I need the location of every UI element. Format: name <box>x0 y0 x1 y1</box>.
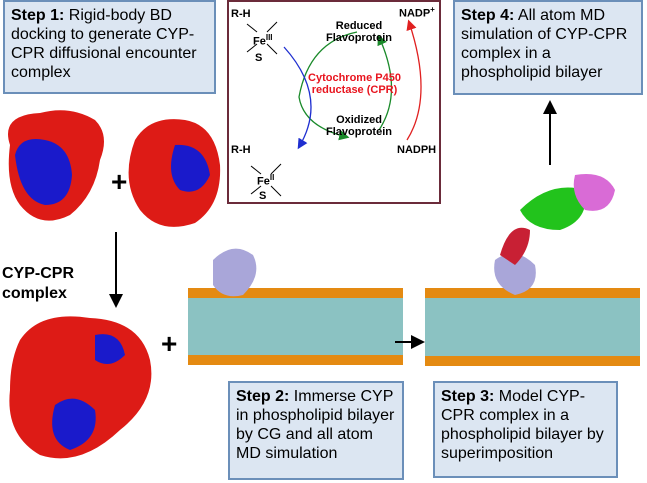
oxidized-flavoprotein-label: Oxidized Flavoprotein <box>325 114 392 138</box>
lipid-tails <box>425 292 640 362</box>
ligand-line <box>266 43 278 55</box>
complex-surface <box>9 316 152 459</box>
cpr-nadph-domain <box>573 174 615 211</box>
step1-box: Step 1: Rigid-body BD docking to generat… <box>3 0 216 94</box>
ligand-line <box>270 185 282 197</box>
step3-label: Step 3: <box>441 388 495 405</box>
cyp-protein <box>494 253 536 295</box>
arrow-right <box>395 335 425 349</box>
ligand-line <box>246 23 258 33</box>
cpr-name-label: Cytochrome P450 reductase (CPR) <box>308 72 401 96</box>
nadp-label: NADP+ <box>399 5 435 20</box>
step4-label: Step 4: <box>461 7 515 24</box>
ligand-line <box>270 163 282 175</box>
membrane-step2 <box>188 248 403 365</box>
ligand-line <box>250 185 262 195</box>
cyp-blue-patch <box>15 139 72 205</box>
plus-sign-top: + <box>111 166 128 197</box>
step1-text: Rigid-body BD docking to generate CYP-CP… <box>11 7 197 81</box>
s-top-label: S <box>255 52 263 64</box>
complex-label: CYP-CPR complex <box>2 265 75 302</box>
green-arrow-up <box>377 34 393 131</box>
step4-box: Step 4: All atom MD simulation of CYP-CP… <box>453 0 643 95</box>
step1-label: Step 1: <box>11 7 65 24</box>
lower-headgroups <box>188 355 403 365</box>
fe3-label: FeIII <box>253 33 273 48</box>
step3-text: Model CYP-CPR complex in a phospholipid … <box>441 388 604 462</box>
arrow-up <box>543 100 557 165</box>
cpr-fad-domain <box>520 187 586 230</box>
ligand-line <box>250 165 262 175</box>
cpr-fmn-domain <box>500 227 530 265</box>
reduced-flavoprotein-label: Reduced Flavoprotein <box>325 20 392 44</box>
step2-box: Step 2: Immerse CYP in phospholipid bila… <box>228 381 404 480</box>
arrow-down <box>109 232 123 308</box>
ligand-line <box>246 43 258 53</box>
blue-arrow <box>283 46 312 150</box>
cpr-blue-patch <box>171 144 210 192</box>
step2-text: Immerse CYP in phospholipid bilayer by C… <box>236 388 395 462</box>
step2-label: Step 2: <box>236 388 290 405</box>
docking-surfaces <box>8 110 221 227</box>
cycle-arrows <box>246 19 422 197</box>
ligand-line <box>266 21 278 33</box>
complex-blue-patch <box>52 398 96 450</box>
fe2-label: FeII <box>257 173 275 188</box>
upper-headgroups <box>425 288 640 298</box>
rh-top-label: R-H <box>231 8 251 20</box>
upper-headgroups <box>188 288 403 298</box>
membrane-step3 <box>425 174 640 366</box>
green-arrow <box>298 31 358 141</box>
plus-sign-bottom: + <box>161 328 178 359</box>
rh-bottom-label: R-H <box>231 144 251 156</box>
red-arrow <box>406 19 422 141</box>
cpr-cycle-panel: R-H FeIII S R-H FeII S Reduced Flavoprot… <box>227 0 441 204</box>
nadph-label: NADPH <box>397 144 437 156</box>
step4-text: All atom MD simulation of CYP-CPR comple… <box>461 7 628 81</box>
s-bottom-label: S <box>259 190 267 202</box>
lower-headgroups <box>425 356 640 366</box>
cyp-protein <box>213 248 257 297</box>
lipid-tails <box>188 292 403 362</box>
complex-blue-patch-2 <box>95 334 125 364</box>
step3-box: Step 3: Model CYP-CPR complex in a phosp… <box>433 381 618 478</box>
